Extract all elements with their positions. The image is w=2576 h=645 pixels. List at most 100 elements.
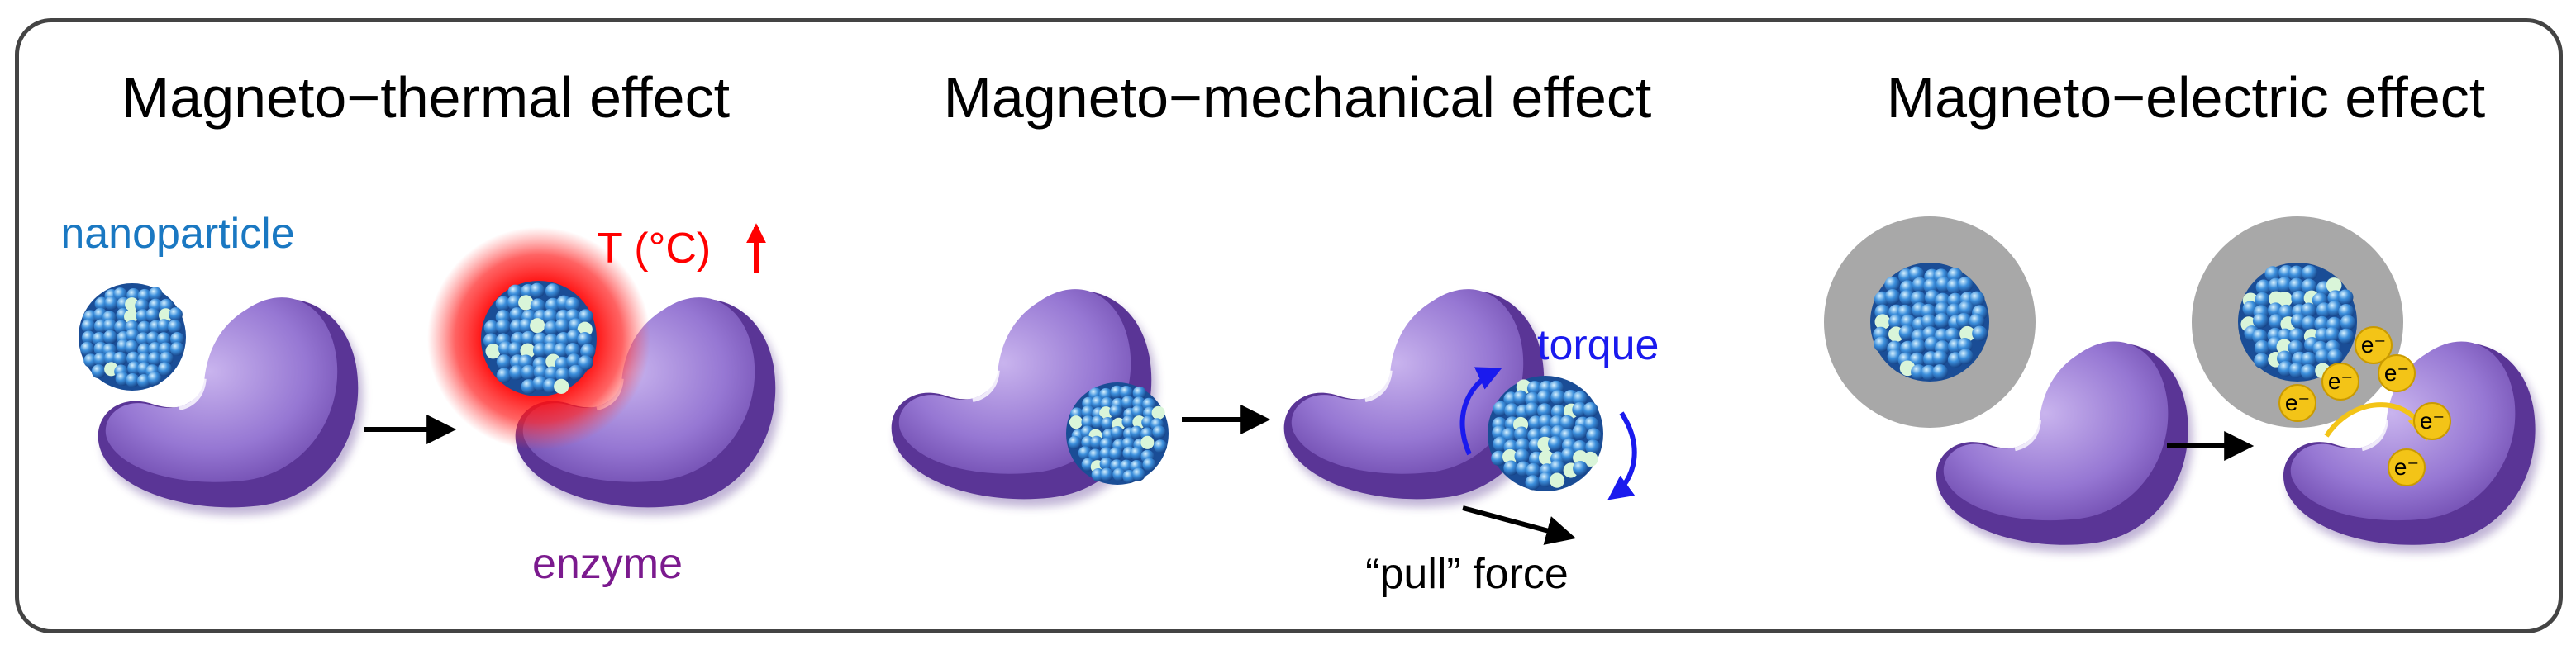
- nanoparticle-4: [1488, 376, 1603, 491]
- torque-arrow-left: [1459, 367, 1502, 456]
- temperature-text: T (°C): [597, 225, 711, 273]
- nanoparticle-bead: [2276, 339, 2293, 355]
- nanoparticle-bead: [1583, 416, 1599, 432]
- nanoparticle-bead: [1538, 472, 1555, 487]
- nanoparticle-bead: [91, 364, 106, 379]
- nanoparticle-bead: [1152, 425, 1166, 439]
- nanoparticle-bead: [169, 342, 184, 356]
- nanoparticle-bead: [1884, 288, 1901, 305]
- nanoparticle-bead: [1140, 435, 1155, 449]
- nanoparticle-bead: [554, 378, 569, 394]
- nanoparticle-bead: [1068, 435, 1082, 449]
- nanoparticle-bead: [545, 283, 561, 299]
- nanoparticle-3: [1066, 382, 1169, 485]
- nanoparticle-bead: [1888, 314, 1904, 330]
- nanoparticle-bead: [125, 328, 140, 343]
- electron: [2321, 363, 2359, 401]
- nanoparticle-bead: [2277, 292, 2293, 307]
- nanoparticle-bead: [564, 296, 580, 313]
- nanoparticle-bead: [170, 332, 184, 346]
- nanoparticle-bead: [93, 352, 108, 367]
- nanoparticle-bead: [518, 295, 534, 311]
- nanoparticle-bead: [1549, 472, 1565, 488]
- electron: [2355, 326, 2393, 364]
- nanoparticle-bead: [2288, 362, 2305, 378]
- nanoparticle-bead: [1526, 462, 1541, 479]
- nanoparticle-bead: [1583, 402, 1598, 418]
- nanoparticle-bead: [1153, 439, 1168, 453]
- nanoparticle-bead: [2254, 339, 2270, 356]
- nanoparticle-bead: [1514, 448, 1530, 464]
- nanoparticle-bead: [578, 309, 593, 325]
- nanoparticle-bead: [1550, 459, 1565, 475]
- nanoparticle-bead: [2254, 353, 2269, 369]
- nanoparticle-bead: [1884, 276, 1901, 292]
- nanoparticle-bead: [2327, 349, 2343, 365]
- nanoparticle-bead: [1910, 291, 1926, 307]
- nanoparticle-bead: [2288, 328, 2305, 344]
- nanoparticle-bead: [112, 351, 127, 366]
- nanoparticle-bead: [1512, 390, 1529, 405]
- torque-arrow-right: [1607, 411, 1637, 500]
- panel-mechanical: Magneto−mechanical effect torque “pull” …: [892, 65, 1659, 598]
- nanoparticle-bead: [1934, 301, 1950, 318]
- nanoparticle-bead: [483, 320, 499, 335]
- nanoparticle-bead: [2326, 301, 2343, 316]
- nanoparticle-bead: [1583, 451, 1598, 467]
- nanoparticle-bead: [1921, 364, 1937, 381]
- nanoparticle-bead: [1088, 448, 1102, 462]
- nanoparticle-bead: [1515, 438, 1531, 453]
- nanoparticle-bead: [148, 342, 163, 356]
- nanoparticle-bead: [1100, 467, 1114, 481]
- nanoparticle-bead: [1932, 350, 1948, 366]
- nanoparticle-bead: [147, 371, 162, 386]
- nanoparticle-bead: [1130, 425, 1144, 439]
- nanoparticle-bead: [2276, 277, 2293, 292]
- electron: [2388, 448, 2426, 486]
- nanoparticle-bead: [2255, 279, 2272, 296]
- nanoparticle-bead: [145, 308, 160, 322]
- nanoparticle-bead: [1108, 447, 1123, 461]
- nanoparticle-bead: [2301, 278, 2317, 295]
- nanoparticle-bead: [1491, 450, 1507, 466]
- nanoparticle-bead: [169, 307, 183, 322]
- nanoparticle-bead: [136, 373, 151, 388]
- nanoparticle-bead: [2337, 289, 2354, 306]
- nanoparticle-bead: [102, 319, 117, 334]
- nanoparticle-bead: [2324, 326, 2340, 343]
- nanoparticle-bead: [542, 377, 558, 394]
- nanoparticle-bead: [2314, 315, 2330, 332]
- nanoparticle-bead: [1958, 301, 1974, 316]
- electron-label: e⁻: [2285, 390, 2310, 415]
- nanoparticle-bead: [1069, 415, 1083, 429]
- nanoparticle-bead: [158, 362, 172, 377]
- nanoparticle-bead: [1972, 325, 1988, 342]
- electron-label: e⁻: [2328, 368, 2353, 394]
- nanoparticle-bead: [1101, 416, 1115, 431]
- nanoparticle-bead: [1089, 435, 1103, 449]
- nanoparticle-bead: [2300, 302, 2316, 319]
- panel-electric: Magneto−electric effect e⁻e⁻e⁻e⁻e⁻e⁻: [1824, 65, 2540, 553]
- nanoparticle-bead: [2315, 349, 2331, 365]
- nanoparticle-bead: [485, 344, 501, 359]
- nanoparticle-bead: [102, 330, 117, 344]
- nanoparticle-bead: [1536, 403, 1553, 419]
- nanoparticle-bead: [521, 330, 536, 346]
- nanoparticle-1: [79, 283, 186, 391]
- electrons: e⁻e⁻e⁻e⁻e⁻e⁻: [2278, 326, 2451, 486]
- nanoparticle-bead: [1503, 460, 1519, 476]
- nanoparticle-bead: [1559, 415, 1575, 431]
- nanoparticle-bead: [167, 320, 182, 334]
- nanoparticle-bead: [544, 366, 559, 382]
- electron-label: e⁻: [2361, 332, 2386, 358]
- nanoparticle-bead: [2264, 266, 2281, 282]
- nanoparticle-bead: [1504, 403, 1520, 419]
- nanoparticle-bead: [80, 341, 95, 356]
- nanoparticle-bead: [1536, 390, 1552, 405]
- electron: [2278, 384, 2316, 422]
- nanoparticle-bead: [2301, 352, 2316, 368]
- nanoparticle-bead: [135, 298, 150, 313]
- nanoparticle-bead: [553, 343, 569, 358]
- nanoparticle-bead: [1538, 414, 1554, 430]
- nanoparticle-bead: [1081, 405, 1095, 420]
